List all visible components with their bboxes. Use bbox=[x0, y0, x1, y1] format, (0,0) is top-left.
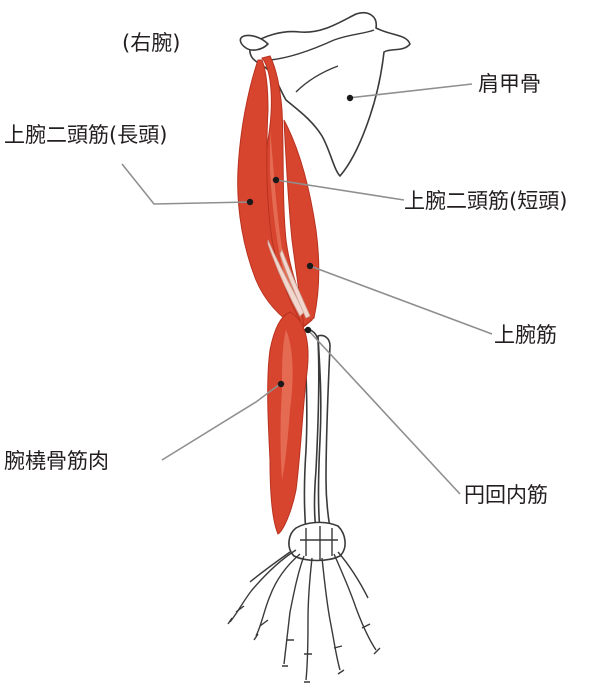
hand-bones bbox=[228, 522, 380, 682]
dot-biceps-long bbox=[247, 199, 253, 205]
dot-brachialis bbox=[307, 263, 313, 269]
dot-scapula bbox=[347, 95, 353, 101]
label-brachioradialis: 腕橈骨筋肉 bbox=[4, 449, 109, 473]
leader-pronator-teres bbox=[308, 330, 460, 494]
label-pronator-teres: 円回内筋 bbox=[464, 483, 548, 507]
label-biceps-short: 上腕二頭筋(短頭) bbox=[404, 189, 567, 213]
label-biceps-long: 上腕二頭筋(長頭) bbox=[4, 123, 167, 147]
dot-pronator-teres bbox=[305, 327, 311, 333]
label-scapula: 肩甲骨 bbox=[478, 72, 541, 96]
dot-brachioradialis bbox=[278, 381, 284, 387]
side-label: (右腕) bbox=[122, 31, 180, 55]
leader-brachioradialis bbox=[162, 384, 280, 460]
dot-biceps-short bbox=[273, 177, 279, 183]
forearm-muscle bbox=[268, 312, 308, 534]
label-brachialis: 上腕筋 bbox=[494, 323, 557, 347]
leader-brachialis bbox=[310, 266, 492, 334]
leader-biceps-long bbox=[122, 164, 250, 204]
